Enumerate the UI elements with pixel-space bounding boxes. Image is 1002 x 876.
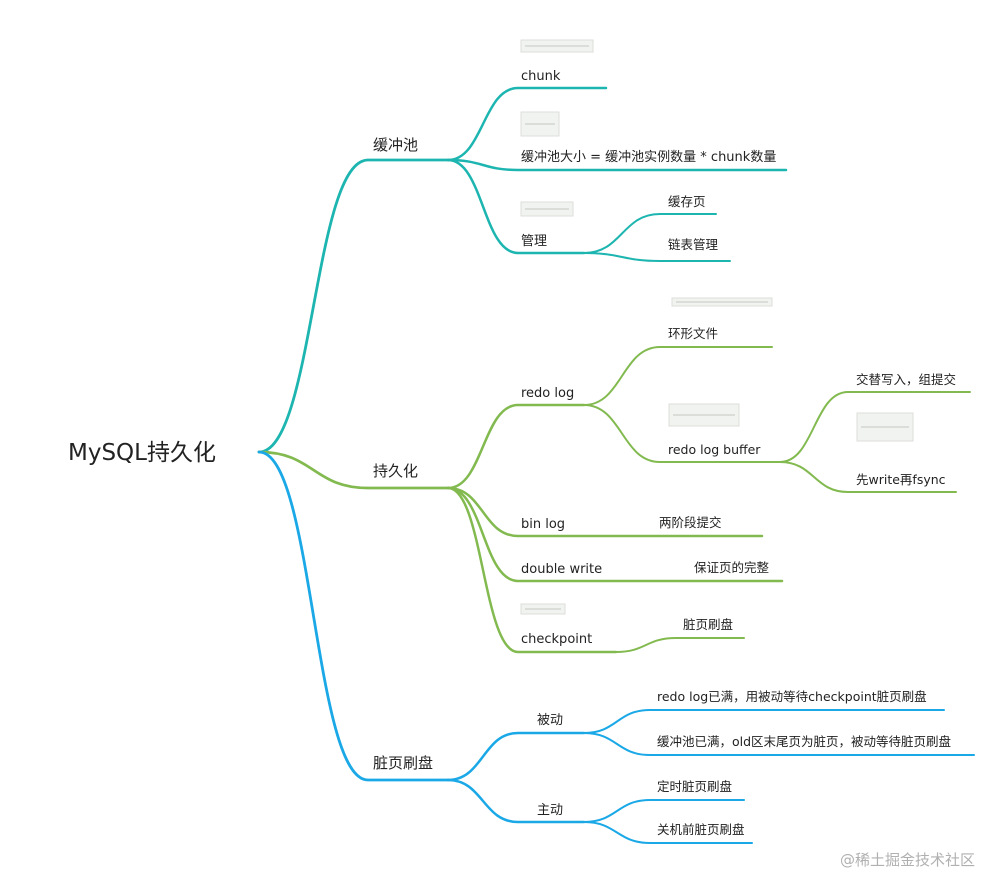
link-chunk: [446, 86, 608, 162]
node-timed-flush[interactable]: 定时脏页刷盘: [657, 779, 732, 794]
link-ring-file: [583, 346, 773, 406]
link-root-buffer-pool: [257, 158, 450, 454]
thumbnail-images: [520, 39, 914, 615]
node-write-fsync[interactable]: 先write再fsync: [856, 472, 946, 487]
node-bin-log[interactable]: bin log: [521, 517, 565, 532]
link-manage: [446, 158, 586, 255]
node-pool-full[interactable]: 缓冲池已满，old区末尾页为脏页，被动等待脏页刷盘: [657, 734, 951, 749]
link-redo-log-buffer: [583, 404, 781, 463]
link-pool-size: [446, 158, 788, 172]
branch-dirty-flush[interactable]: 脏页刷盘: [373, 754, 433, 772]
root-label[interactable]: MySQL持久化: [68, 440, 216, 466]
node-ring-file[interactable]: 环形文件: [668, 326, 718, 341]
node-pool-size[interactable]: 缓冲池大小 = 缓冲池实例数量 * chunk数量: [521, 150, 776, 165]
link-cache-page: [583, 213, 717, 254]
branch-lines: [257, 86, 975, 844]
link-write-fsync: [779, 461, 957, 493]
branch-persistence[interactable]: 持久化: [373, 462, 418, 480]
link-redo-full: [583, 709, 945, 734]
link-double-write: [446, 486, 784, 583]
link-checkpoint-flush: [615, 637, 745, 653]
node-list-manage[interactable]: 链表管理: [668, 237, 719, 252]
node-checkpoint-flush[interactable]: 脏页刷盘: [683, 617, 733, 632]
node-chunk[interactable]: chunk: [521, 69, 561, 84]
link-redo-log: [446, 403, 586, 490]
node-alternate-write[interactable]: 交替写入，组提交: [856, 372, 956, 387]
link-pool-full: [583, 732, 975, 756]
node-page-integrity[interactable]: 保证页的完整: [694, 560, 770, 575]
node-redo-log-buffer[interactable]: redo log buffer: [668, 442, 761, 457]
link-checkpoint: [446, 486, 618, 654]
link-root-persistence: [257, 450, 450, 490]
node-checkpoint[interactable]: checkpoint: [521, 632, 592, 647]
link-alternate-write: [779, 391, 971, 463]
link-root-dirty-flush: [257, 450, 450, 782]
link-active: [446, 778, 586, 824]
node-manage[interactable]: 管理: [521, 234, 547, 249]
node-redo-log[interactable]: redo log: [521, 386, 574, 401]
node-double-write[interactable]: double write: [521, 562, 602, 577]
node-cache-page[interactable]: 缓存页: [668, 194, 706, 209]
link-bin-log: [446, 486, 764, 538]
link-list-manage: [583, 252, 731, 262]
link-passive: [446, 731, 586, 782]
branch-buffer-pool[interactable]: 缓冲池: [373, 136, 418, 154]
node-shutdown-flush[interactable]: 关机前脏页刷盘: [657, 822, 745, 837]
node-passive[interactable]: 被动: [537, 713, 563, 728]
link-shutdown-flush: [583, 821, 753, 844]
node-redo-full[interactable]: redo log已满，用被动等待checkpoint脏页刷盘: [657, 689, 927, 704]
node-active[interactable]: 主动: [537, 803, 563, 818]
node-two-phase-commit[interactable]: 两阶段提交: [659, 515, 722, 530]
link-timed-flush: [583, 799, 745, 823]
watermark: @稀土掘金技术社区: [840, 851, 975, 869]
